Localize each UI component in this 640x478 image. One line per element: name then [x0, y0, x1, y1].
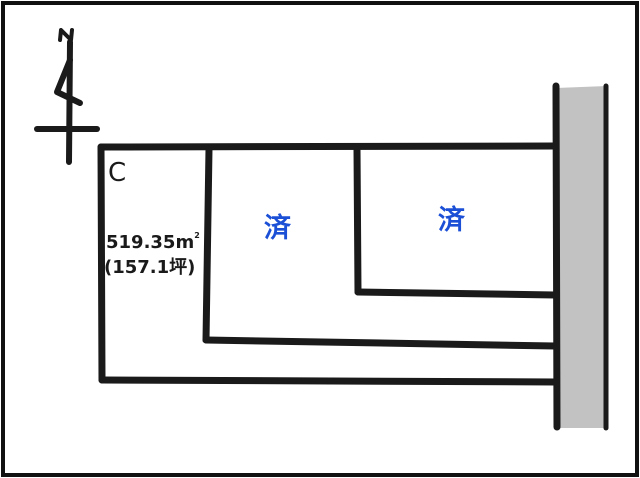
lot-c-area-unit-sup: 2	[194, 231, 200, 240]
lot-c-area-unit: m	[175, 232, 195, 253]
road-strip	[556, 86, 607, 428]
boundary-middle-bottom	[202, 336, 559, 350]
north-arrow-icon	[34, 28, 100, 165]
road-edge-left	[552, 82, 561, 431]
sold-lot-middle-label: 済	[264, 213, 291, 244]
lot-c-area-tsubo: (157.1坪)	[104, 257, 196, 278]
boundary-top	[97, 142, 559, 151]
sold-lot-right-label: 済	[438, 205, 465, 236]
boundary-lot-c-bottom	[98, 376, 559, 386]
boundary-right-left	[353, 145, 362, 296]
boundary-lot-c-left	[97, 143, 106, 384]
lot-c-id: C	[108, 158, 127, 188]
lot-boundaries	[97, 142, 559, 386]
boundary-middle-left	[202, 145, 213, 344]
boundary-right-bottom	[354, 288, 559, 299]
lot-c-area-m2: 519.35m2	[106, 232, 200, 252]
lot-c-area-value: 519.35	[106, 232, 176, 253]
